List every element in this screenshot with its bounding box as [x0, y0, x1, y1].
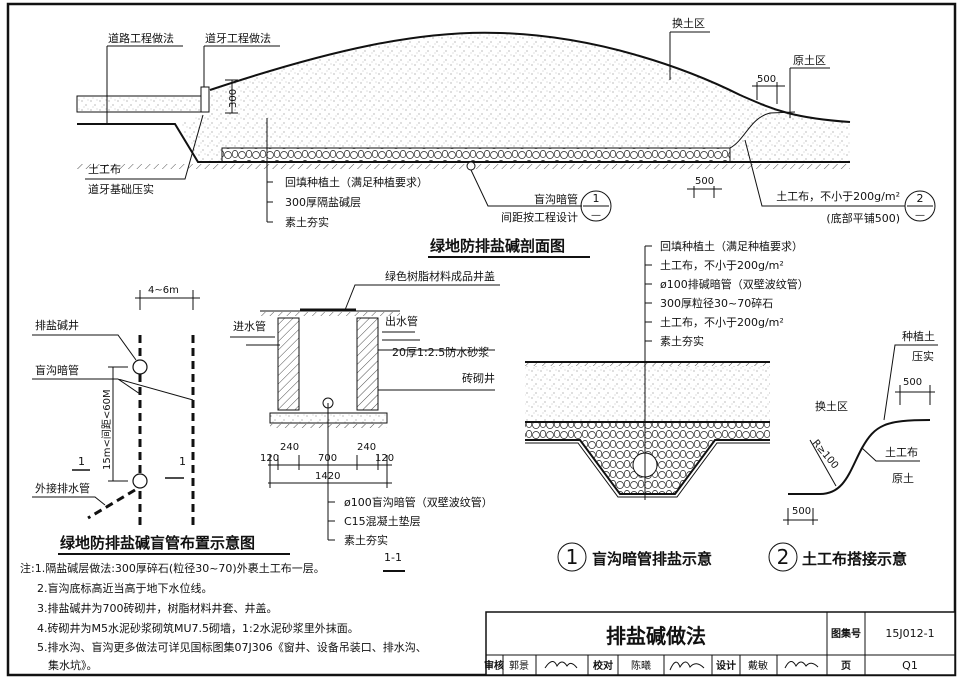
note-3: 3.排盐碱井为700砖砌井，树脂材料井套、井盖。 [37, 601, 278, 615]
well-section: 绿色树脂材料成品井盖 进水管 出水管 20厚1:2.5防水砂浆 砖砌井 120 … [230, 269, 500, 572]
section-layer-1: 回填种植土（满足种植要求） [285, 175, 428, 189]
layout-plan-title: 绿地防排盐碱盲管布置示意图 [60, 534, 255, 552]
reviewer-name: 郭景 [509, 659, 529, 672]
checker-name: 陈曦 [631, 659, 651, 672]
dim-120-right: 120 [375, 453, 394, 464]
label-original-zone: 原土区 [793, 54, 826, 67]
designer-name: 戴敏 [748, 659, 768, 672]
detail1-layer-4: 300厚粒径30~70碎石 [660, 296, 773, 310]
detail1-layer-6: 素土夯实 [660, 334, 704, 348]
d2-planting: 种植土 [902, 329, 935, 343]
label-geo-bottom: (底部平铺500) [826, 211, 900, 225]
label-brick: 砖砌井 [462, 371, 495, 385]
atlas-label: 图集号 [831, 627, 861, 640]
label-curb: 道牙工程做法 [205, 31, 271, 45]
callout-1: 1 — [580, 190, 612, 222]
notes: 注:1.隔盐碱层做法:300厚碎石(粒径30~70)外裹土工布一层。 2.盲沟底… [20, 561, 427, 672]
svg-text:1: 1 [593, 192, 600, 205]
page-label: 页 [841, 660, 851, 672]
label-replace-zone: 换土区 [672, 16, 705, 30]
section-layer-2: 300厚隔盐碱层 [285, 196, 361, 209]
section-drawing: 道路工程做法 道牙工程做法 300 土工布 道牙基础压实 回填种植土（满足种植要… [76, 16, 936, 258]
designer-signature [784, 661, 819, 669]
label-cover: 绿色树脂材料成品井盖 [385, 269, 495, 283]
note-2: 2.盲沟底标高近当高于地下水位线。 [37, 581, 213, 595]
mound-surface [209, 31, 851, 123]
label-well: 排盐碱井 [35, 318, 79, 332]
detail2-title: 土工布搭接示意 [802, 550, 907, 568]
detail2-number: 2 [777, 545, 790, 569]
dim-spacing: 15m<间距<60M [100, 389, 113, 470]
gravel-layer [221, 147, 731, 163]
road-layer [76, 95, 206, 113]
detail1-title: 盲沟暗管排盐示意 [592, 550, 712, 568]
label-road: 道路工程做法 [108, 31, 174, 45]
atlas-number: 15J012-1 [885, 627, 934, 640]
label-outlet-pipe: 出水管 [385, 314, 418, 328]
svg-text:—: — [591, 210, 601, 221]
label-geo-spec: 土工布，不小于200g/m² [776, 190, 900, 203]
detail1-layer-5: 土工布，不小于200g/m² [660, 316, 784, 329]
detail-2: 种植土 压实 500 换土区 R≥100 土工布 原土 500 2 土工布搭接示… [768, 329, 938, 572]
cut-mark-right: 1 [179, 455, 186, 468]
well-section-title: 1-1 [384, 551, 402, 564]
section-title: 绿地防排盐碱剖面图 [430, 237, 565, 255]
detail1-layer-1: 回填种植土（满足种植要求） [660, 239, 803, 253]
page-number: Q1 [902, 659, 918, 672]
detail1-layer-3: ø100排碱暗管（双壁波纹管） [660, 277, 809, 291]
reviewer-signature [544, 661, 578, 669]
dim-500-bottom: 500 [695, 176, 714, 187]
detail-1: 回填种植土（满足种植要求） 土工布，不小于200g/m² ø100排碱暗管（双壁… [525, 239, 809, 572]
label-pipe: 盲沟暗管 [35, 363, 79, 377]
label-geotextile: 土工布 [88, 163, 121, 176]
checker-signature [669, 661, 705, 671]
note-5: 5.排水沟、盲沟更多做法可详见国标图集07J306《窗井、设备吊装口、排水沟、 [37, 640, 427, 654]
dim-240-right: 240 [357, 442, 376, 453]
note-6: 集水坑》。 [48, 658, 98, 672]
d2-compact: 压实 [912, 349, 934, 363]
well-layer-1: ø100盲沟暗管（双壁波纹管） [344, 495, 493, 509]
label-inlet: 进水管 [233, 319, 266, 333]
d2-dim-top: 500 [903, 377, 922, 388]
section-layer-3: 素土夯实 [285, 215, 329, 229]
detail1-layer-2: 土工布，不小于200g/m² [660, 259, 784, 272]
note-1: 注:1.隔盐碱层做法:300厚碎石(粒径30~70)外裹土工布一层。 [20, 561, 325, 575]
dim-240-left: 240 [280, 442, 299, 453]
label-blind-pipe: 盲沟暗管 [534, 192, 578, 206]
d2-dim-bottom: 500 [792, 506, 811, 517]
label-outlet: 外接排水管 [35, 481, 90, 495]
dim-300: 300 [228, 89, 239, 108]
dim-120-left: 120 [260, 453, 279, 464]
check-label: 校对 [593, 659, 613, 672]
layout-plan: 4~6m 排盐碱井 盲沟暗管 外接排水管 15m<间距<60M 1 1 绿地防排… [32, 285, 290, 555]
sheet-border [6, 2, 957, 677]
label-spacing: 间距按工程设计 [501, 210, 578, 224]
title-block: 排盐碱做法 图集号 15J012-1 审核 郭景 校对 陈曦 设计 戴敏 页 Q… [484, 611, 956, 676]
d2-orig: 原土 [892, 472, 914, 485]
drawing-title: 排盐碱做法 [606, 624, 706, 648]
note-4: 4.砖砌井为M5水泥砂浆砌筑MU7.5砌墙，1:2水泥砂浆里外抹面。 [37, 621, 359, 635]
d2-geo: 土工布 [885, 446, 918, 459]
label-curb-base: 道牙基础压实 [88, 182, 154, 196]
d2-replace: 换土区 [815, 399, 848, 413]
svg-text:2: 2 [917, 192, 924, 205]
design-label: 设计 [716, 659, 736, 672]
label-mortar: 20厚1:2.5防水砂浆 [392, 345, 489, 359]
dim-500-top: 500 [757, 74, 776, 85]
curb [200, 86, 210, 113]
svg-text:—: — [915, 210, 925, 221]
well-layer-3: 素土夯实 [344, 533, 388, 547]
review-label: 审核 [484, 659, 504, 672]
callout-2: 2 — [904, 190, 936, 222]
detail1-number: 1 [566, 545, 579, 569]
cut-mark-left: 1 [78, 455, 85, 468]
ground-line [77, 123, 850, 163]
well-layer-2: C15混凝土垫层 [344, 514, 421, 528]
dim-width: 4~6m [148, 285, 179, 296]
